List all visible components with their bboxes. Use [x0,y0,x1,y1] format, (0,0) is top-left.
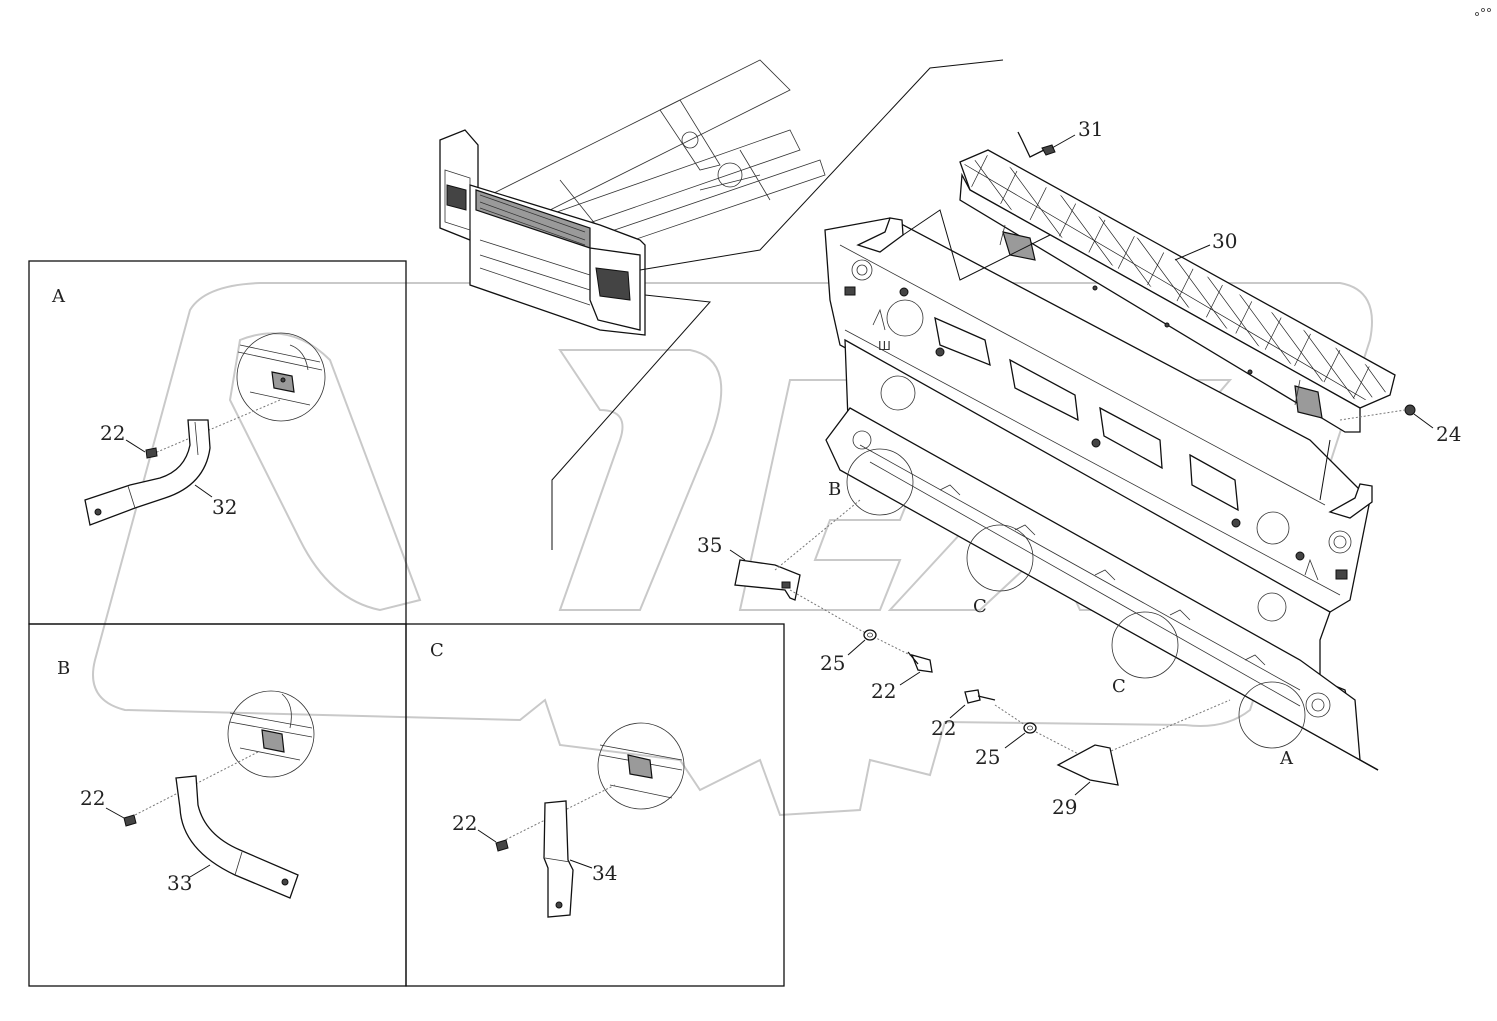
callout-25a: 25 [820,651,845,675]
detail-frame-a-letter: A [51,286,66,307]
detail-marker-c2: C [1112,676,1126,697]
callout-detail-c-22: 22 [452,811,477,835]
callout-detail-b-33: 33 [167,871,192,895]
detail-frame-a: A [28,260,407,625]
callout-31: 31 [1078,117,1103,141]
detail-frame-b-letter: B [57,658,70,679]
part-24-nut: 24 [1339,404,1461,446]
part-29-cover-plate: 29 [1052,744,1119,819]
callout-29: 29 [1052,795,1077,819]
truck-overview-drawing [439,59,1004,550]
main-cover-panel: Ш [824,209,1379,771]
callout-detail-c-34: 34 [592,861,617,885]
part-30-mesh-grille [959,149,1396,433]
detail-a-drawing: 22 32 [84,332,326,526]
part-25-washer-a: 25 [820,629,877,675]
detail-marker-c1: C [973,596,987,617]
part-22-bolt-a: 22 [871,651,933,703]
part-31-screw: 31 [1017,117,1103,158]
part-35-cover-plate: 35 [697,499,921,661]
detail-frame-c-letter: C [430,640,444,661]
callout-30: 30 [1212,229,1237,253]
callout-22b: 22 [931,716,956,740]
callout-detail-a-22: 22 [100,421,125,445]
svg-text:Ш: Ш [878,339,891,353]
detail-markers: B C C A [828,448,1306,769]
detail-b-drawing: 22 33 [80,690,315,899]
detail-c-drawing: 22 34 [452,722,685,918]
callout-detail-a-32: 32 [212,495,237,519]
detail-frame-c: C [405,623,785,987]
callout-detail-b-22: 22 [80,786,105,810]
callout-35: 35 [697,533,722,557]
callout-24: 24 [1436,422,1461,446]
callout-22a: 22 [871,679,896,703]
corner-mark [1475,8,1491,16]
part-22-bolt-b: 22 [931,689,996,740]
detail-marker-b: B [828,479,841,500]
callout-25b: 25 [975,745,1000,769]
detail-marker-a: A [1279,748,1294,769]
